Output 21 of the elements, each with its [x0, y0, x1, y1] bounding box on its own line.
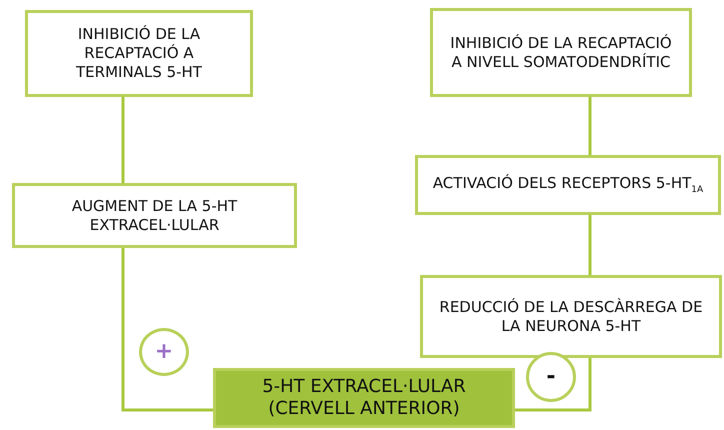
process-box [415, 155, 721, 215]
process-box [12, 183, 297, 248]
connector-line [588, 97, 592, 155]
connector-line [515, 358, 592, 412]
node-text: 5-HT EXTRACEL·LULAR (CERVELL ANTERIOR) [261, 376, 467, 420]
sign-circle [526, 352, 576, 402]
node-text: AUGMENT DE LA 5-HT EXTRACEL·LULAR [70, 196, 238, 234]
connector-line [122, 97, 124, 183]
node-text: INHIBICIÓ DE LA RECAPTACIÓ A NIVELL SOMATODENDRÍTIC [449, 34, 673, 72]
process-box [25, 10, 253, 97]
node-text: REDUCCIÓ DE LA DESCÀRREGA DE LA NEURONA 5-HT [438, 298, 704, 336]
connector-line [588, 215, 592, 275]
process-box [430, 8, 692, 97]
process-box [420, 275, 722, 358]
node-text: ACTIVACIÓ DELS RECEPTORS 5-HT$_{1A}$ [432, 174, 704, 196]
sign-circle [139, 328, 189, 376]
node-text: + [154, 338, 174, 366]
node-text: - [546, 363, 556, 391]
node-text: INHIBICIÓ DE LA RECAPTACIÓ A TERMINALS 5-HT [75, 25, 203, 82]
connector-line [122, 248, 213, 412]
result-box [213, 368, 515, 428]
